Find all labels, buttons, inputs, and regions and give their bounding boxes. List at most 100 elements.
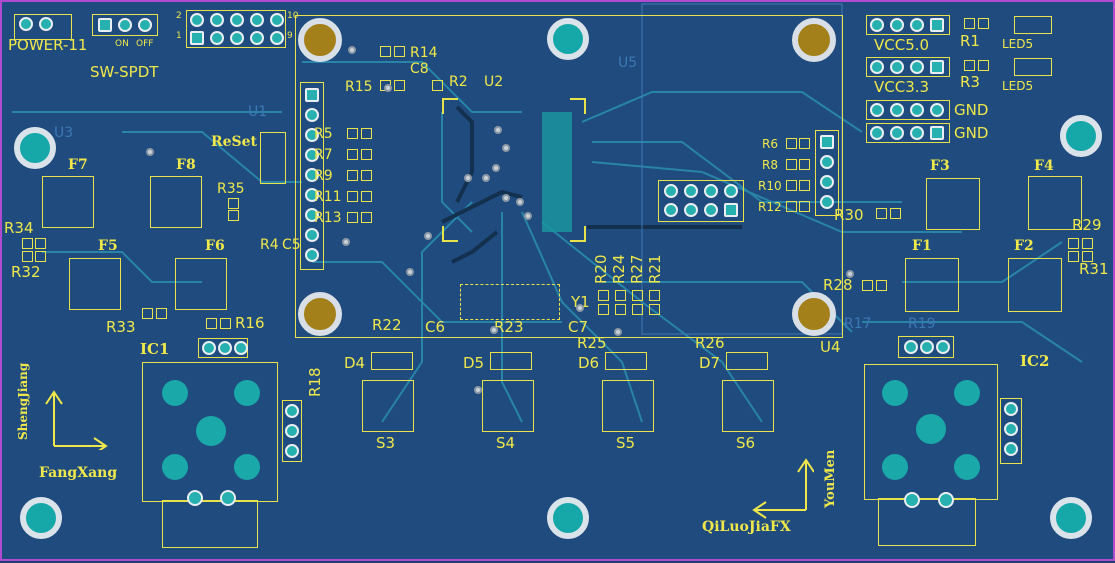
pad bbox=[394, 80, 405, 91]
s6-label: S6 bbox=[736, 434, 756, 452]
r3-label: R3 bbox=[960, 73, 980, 91]
via bbox=[614, 328, 622, 336]
via bbox=[474, 386, 482, 394]
f4-label: F4 bbox=[1034, 158, 1054, 174]
pad bbox=[305, 228, 319, 242]
button-f4[interactable] bbox=[1028, 176, 1082, 230]
right-axis-arrows bbox=[752, 458, 814, 519]
joystick-ic2[interactable] bbox=[864, 364, 998, 500]
fangxang-label: FangXang bbox=[39, 465, 118, 481]
r34-label: R34 bbox=[4, 219, 34, 237]
gnd-header-2 bbox=[866, 123, 950, 143]
pad bbox=[220, 318, 231, 329]
pad bbox=[118, 18, 132, 32]
pad bbox=[347, 191, 358, 202]
r26-label: R26 bbox=[695, 334, 725, 352]
r13-label: R13 bbox=[314, 210, 342, 226]
power-connector bbox=[14, 14, 72, 40]
switch-s4[interactable] bbox=[482, 380, 534, 432]
pad bbox=[22, 251, 33, 262]
pad bbox=[234, 341, 248, 355]
switch-s3[interactable] bbox=[362, 380, 414, 432]
joystick-pad bbox=[234, 380, 260, 406]
button-f6[interactable] bbox=[175, 258, 227, 310]
power-on-label: ON bbox=[115, 39, 129, 49]
pad bbox=[876, 208, 887, 219]
pad bbox=[361, 191, 372, 202]
f5-label: F5 bbox=[98, 238, 118, 254]
s3-label: S3 bbox=[376, 434, 396, 452]
led-footprint bbox=[1014, 16, 1052, 34]
mcu-outline bbox=[442, 98, 586, 242]
f8-label: F8 bbox=[176, 157, 196, 173]
button-f8[interactable] bbox=[150, 176, 202, 228]
s4-label: S4 bbox=[496, 434, 516, 452]
pad bbox=[285, 444, 299, 458]
r21-label: R21 bbox=[646, 254, 664, 284]
switch-s6[interactable] bbox=[722, 380, 774, 432]
pad bbox=[978, 18, 989, 29]
r23-label: R23 bbox=[494, 318, 524, 336]
button-f7[interactable] bbox=[42, 176, 94, 228]
gnd-label-1: GND bbox=[954, 101, 989, 119]
pad bbox=[35, 238, 46, 249]
r8-label: R8 bbox=[762, 158, 778, 172]
pad bbox=[156, 308, 167, 319]
via bbox=[524, 212, 532, 220]
led5-label-b: LED5 bbox=[1002, 79, 1034, 93]
pad bbox=[98, 18, 112, 32]
joystick-ic1[interactable] bbox=[142, 362, 278, 502]
u1-label: U1 bbox=[248, 104, 268, 120]
pad bbox=[305, 148, 319, 162]
r12-label: R12 bbox=[758, 200, 782, 214]
pad bbox=[870, 18, 884, 32]
r32-label: R32 bbox=[11, 263, 41, 281]
ic1-side-header bbox=[282, 400, 302, 462]
r6-label: R6 bbox=[762, 137, 778, 151]
button-f3[interactable] bbox=[926, 178, 980, 230]
joystick-pad bbox=[954, 454, 980, 480]
r35-label: R35 bbox=[217, 181, 245, 197]
r24-label: R24 bbox=[610, 254, 628, 284]
pad bbox=[910, 126, 924, 140]
pad bbox=[820, 195, 834, 209]
left-header bbox=[300, 82, 324, 270]
pad bbox=[1004, 442, 1018, 456]
button-f5[interactable] bbox=[69, 258, 121, 310]
diode-d4 bbox=[371, 352, 413, 370]
module-hole bbox=[792, 292, 836, 336]
button-f1[interactable] bbox=[905, 258, 959, 312]
pad bbox=[19, 17, 33, 31]
joystick-pad bbox=[954, 380, 980, 406]
r15-label: R15 bbox=[345, 79, 373, 95]
c6-label: C6 bbox=[425, 318, 446, 336]
diode-d5 bbox=[490, 352, 532, 370]
joystick-pad bbox=[916, 414, 946, 444]
pad bbox=[210, 31, 224, 45]
button-f2[interactable] bbox=[1008, 258, 1062, 312]
pad bbox=[615, 290, 626, 301]
led-footprint bbox=[1014, 58, 1052, 76]
pad bbox=[39, 17, 53, 31]
via bbox=[502, 194, 510, 202]
pad bbox=[862, 280, 873, 291]
pad bbox=[432, 80, 443, 91]
pad bbox=[930, 60, 944, 74]
r5-label: R5 bbox=[314, 126, 333, 142]
pad bbox=[724, 184, 738, 198]
pad bbox=[598, 290, 609, 301]
pad bbox=[228, 198, 239, 209]
c7-label: C7 bbox=[568, 318, 589, 336]
r9-label: R9 bbox=[314, 168, 333, 184]
pad bbox=[799, 180, 810, 191]
reset-button[interactable] bbox=[260, 132, 286, 184]
r27-label: R27 bbox=[628, 254, 646, 284]
via bbox=[342, 238, 350, 246]
switch-s5[interactable] bbox=[602, 380, 654, 432]
pad bbox=[890, 208, 901, 219]
vcc5-label: VCC5.0 bbox=[874, 36, 930, 54]
pad bbox=[799, 138, 810, 149]
via bbox=[492, 164, 500, 172]
pad bbox=[285, 404, 299, 418]
